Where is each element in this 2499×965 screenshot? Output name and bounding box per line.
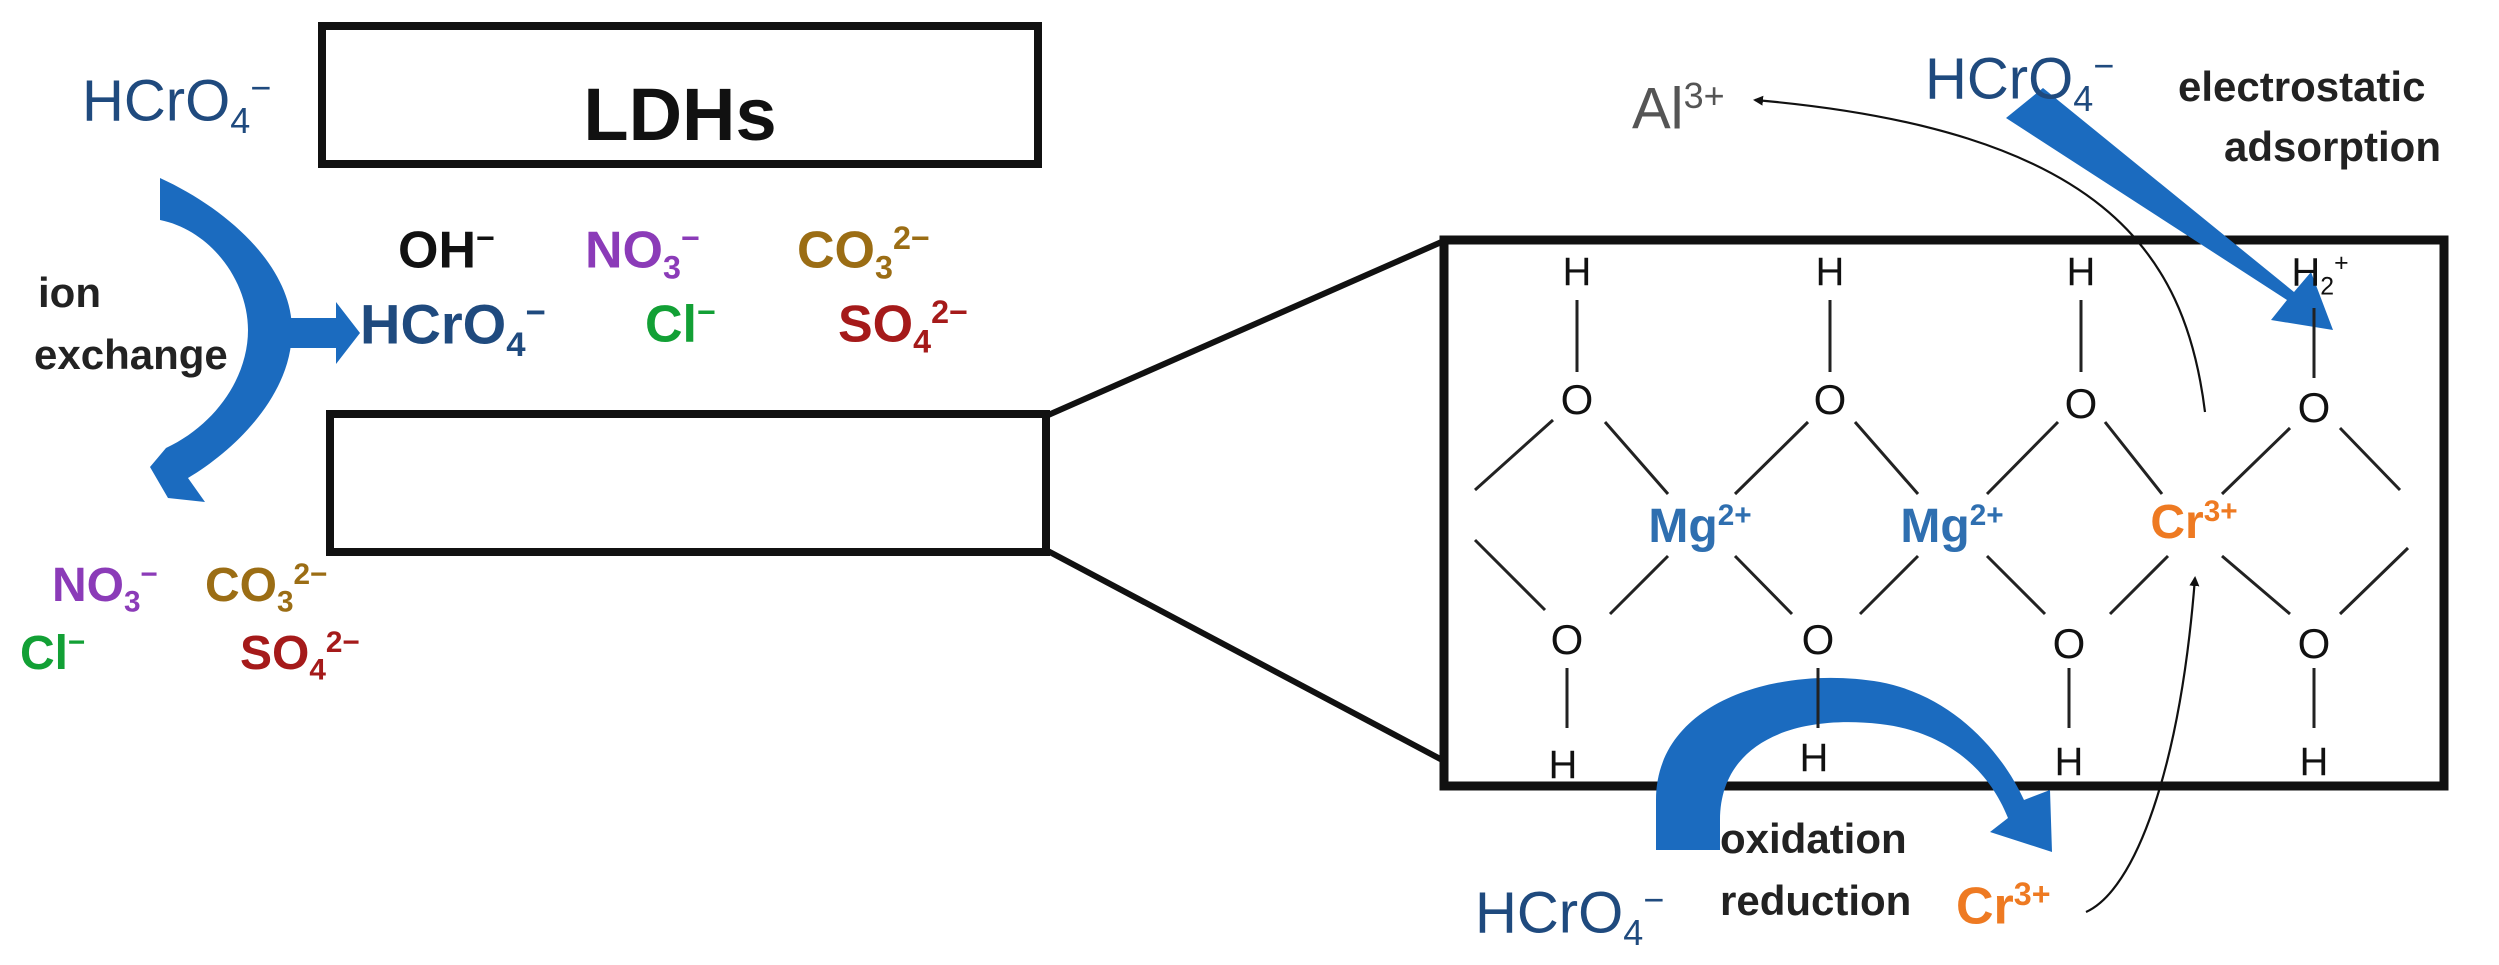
released-cl: Cl− [20, 626, 86, 680]
ldh-label-box [318, 22, 1042, 168]
hydrogen-bottom-2: H [1799, 736, 1829, 780]
interlayer-hcro4: HCrO4− [360, 292, 546, 364]
zoom-line-top [1044, 237, 1448, 419]
ion-exchange-label-line1: ion [38, 269, 101, 316]
magnesium-ion-1: Mg2+ [1648, 499, 1752, 553]
ion-exchange-label-line2: exchange [34, 331, 228, 378]
hydrogen-bottom-1: H [1548, 743, 1578, 787]
redox-label-line2: reduction [1720, 877, 1912, 924]
interlayer-cl: Cl− [645, 294, 716, 354]
zoom-box [1439, 235, 2449, 791]
ldh-label: LDHs [583, 73, 777, 156]
oxygen-top-3: O [2064, 380, 2098, 427]
interlayer-so4: SO42− [838, 294, 968, 360]
interlayer-no3: NO3− [585, 220, 700, 286]
oxygen-bottom-3: O [2052, 620, 2086, 667]
oxygen-bottom-4: O [2297, 620, 2331, 667]
hydrogen-bottom-3: H [2054, 740, 2084, 784]
ldh-layer-box [326, 410, 1050, 556]
protonated-hydrogen: H2+ [2291, 249, 2349, 301]
released-co3: CO32− [205, 558, 328, 619]
aluminium-ion: Al3+ [1632, 75, 1725, 142]
al-release-arrow [1753, 95, 2207, 413]
hydrogen-top-3: H [2066, 250, 2096, 294]
oxygen-top-1: O [1560, 376, 1594, 423]
oxygen-bottom-1: O [1550, 616, 1584, 663]
incoming-hcro4: HCrO4− [82, 67, 272, 141]
electrostatic-label-line1: electrostatic [2178, 63, 2426, 110]
chromium-ion-layer: Cr3+ [2150, 495, 2238, 549]
ion-exchange-arrow [150, 178, 292, 502]
hydrogen-top-2: H [1815, 250, 1845, 294]
redox-chromium-product: Cr3+ [1956, 876, 2051, 936]
hydrogen-bottom-4: H [2299, 740, 2329, 784]
oxygen-top-2: O [1813, 376, 1847, 423]
zoom-line-bottom [1044, 547, 1448, 765]
redox-arrow [1656, 677, 2052, 852]
oxygen-top-4: O [2297, 384, 2331, 431]
oxygen-bottom-2: O [1801, 616, 1835, 663]
released-no3: NO3− [52, 558, 158, 619]
magnesium-ion-2: Mg2+ [1900, 499, 2004, 553]
electrostatic-label-line2: adsorption [2224, 123, 2441, 170]
cr-migration-arrow [2085, 576, 2200, 914]
electrostatic-hcro4: HCrO4− [1925, 45, 2115, 119]
interlayer-oh: OH− [398, 220, 495, 280]
interlayer-arrow [288, 302, 360, 364]
electrostatic-arrow [2006, 88, 2333, 330]
redox-label-line1: oxidation [1720, 815, 1907, 862]
hydrogen-top-1: H [1562, 250, 1592, 294]
interlayer-co3: CO32− [797, 220, 930, 286]
redox-hcro4: HCrO4− [1475, 879, 1665, 953]
released-so4: SO42− [240, 626, 360, 687]
layer-bonds [1473, 300, 2410, 728]
